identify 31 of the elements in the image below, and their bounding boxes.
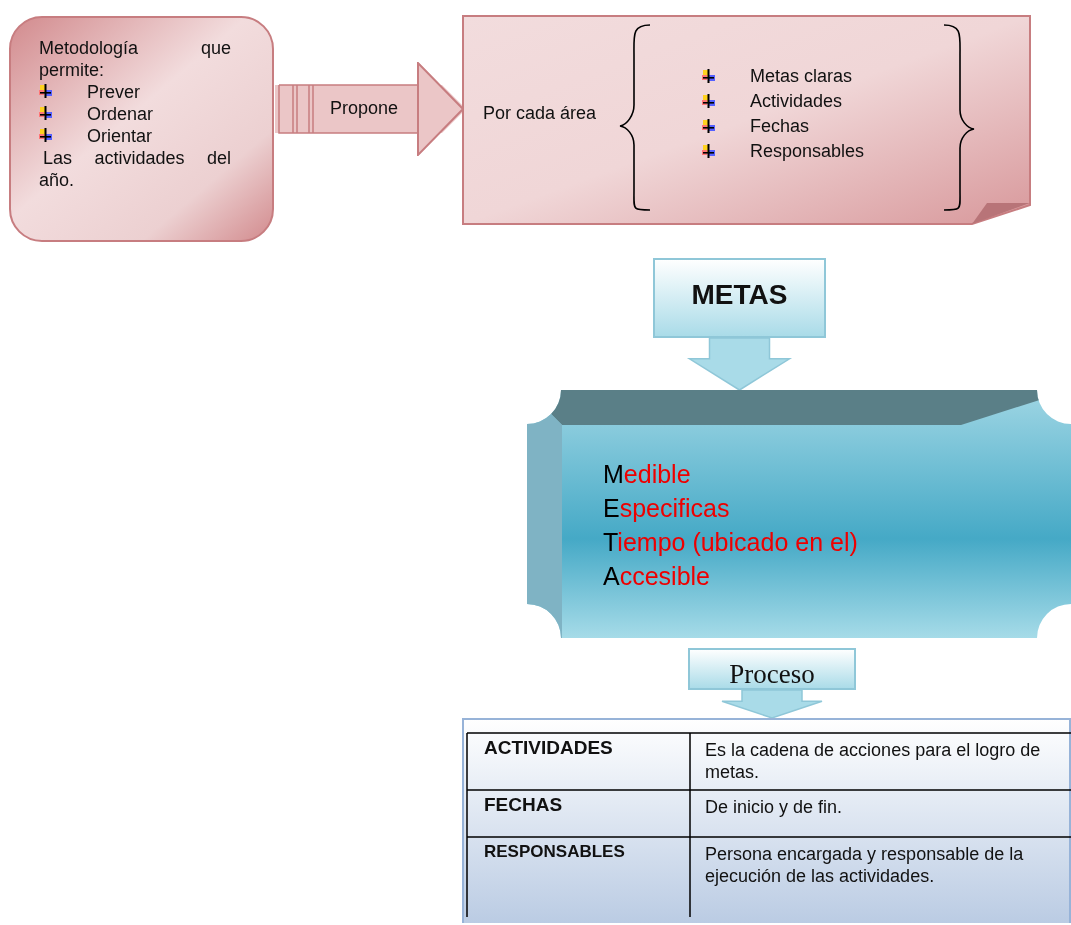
callout-box — [688, 648, 856, 690]
row-header: ACTIVIDADES — [484, 737, 614, 759]
row-header: RESPONSABLES — [484, 841, 626, 863]
description-text: Metodología que permite: — [39, 37, 231, 81]
row-header: FECHAS — [484, 794, 564, 816]
table-panel — [462, 718, 1071, 923]
list-item: Metas claras — [750, 65, 854, 87]
list-item: Responsables — [750, 140, 866, 162]
block-arrow — [275, 62, 464, 156]
heading-text: Proceso — [728, 658, 816, 690]
block-arrow — [721, 689, 823, 719]
heading-text: Por cada área — [483, 102, 598, 124]
callout-box — [653, 258, 826, 338]
note-box — [462, 15, 1032, 225]
acronym-line: Medible — [603, 459, 691, 490]
rounded-box — [8, 15, 275, 243]
acronym-line: Accesible — [603, 561, 710, 592]
edge-label: Propone — [330, 97, 399, 119]
table-cell-text: De inicio y de fin. — [705, 796, 844, 818]
table-cell-text: Es la cadena de acciones para el logro de metas. — [705, 739, 1042, 783]
heading-text: METAS — [690, 278, 789, 312]
description-text: Las actividades del año. — [39, 147, 231, 191]
list-item: Prever — [87, 81, 141, 103]
block-arrow — [686, 337, 793, 391]
acronym-line: Tiempo (ubicado en el) — [603, 527, 858, 558]
list-item: Orientar — [87, 125, 154, 147]
list-item: Ordenar — [87, 103, 155, 125]
list-item: Fechas — [750, 115, 811, 137]
list-item: Actividades — [750, 90, 844, 112]
acronym-line: Especificas — [603, 493, 730, 524]
table-cell-text: Persona encargada y responsable de la ejecución de las actividades. — [705, 843, 1025, 887]
